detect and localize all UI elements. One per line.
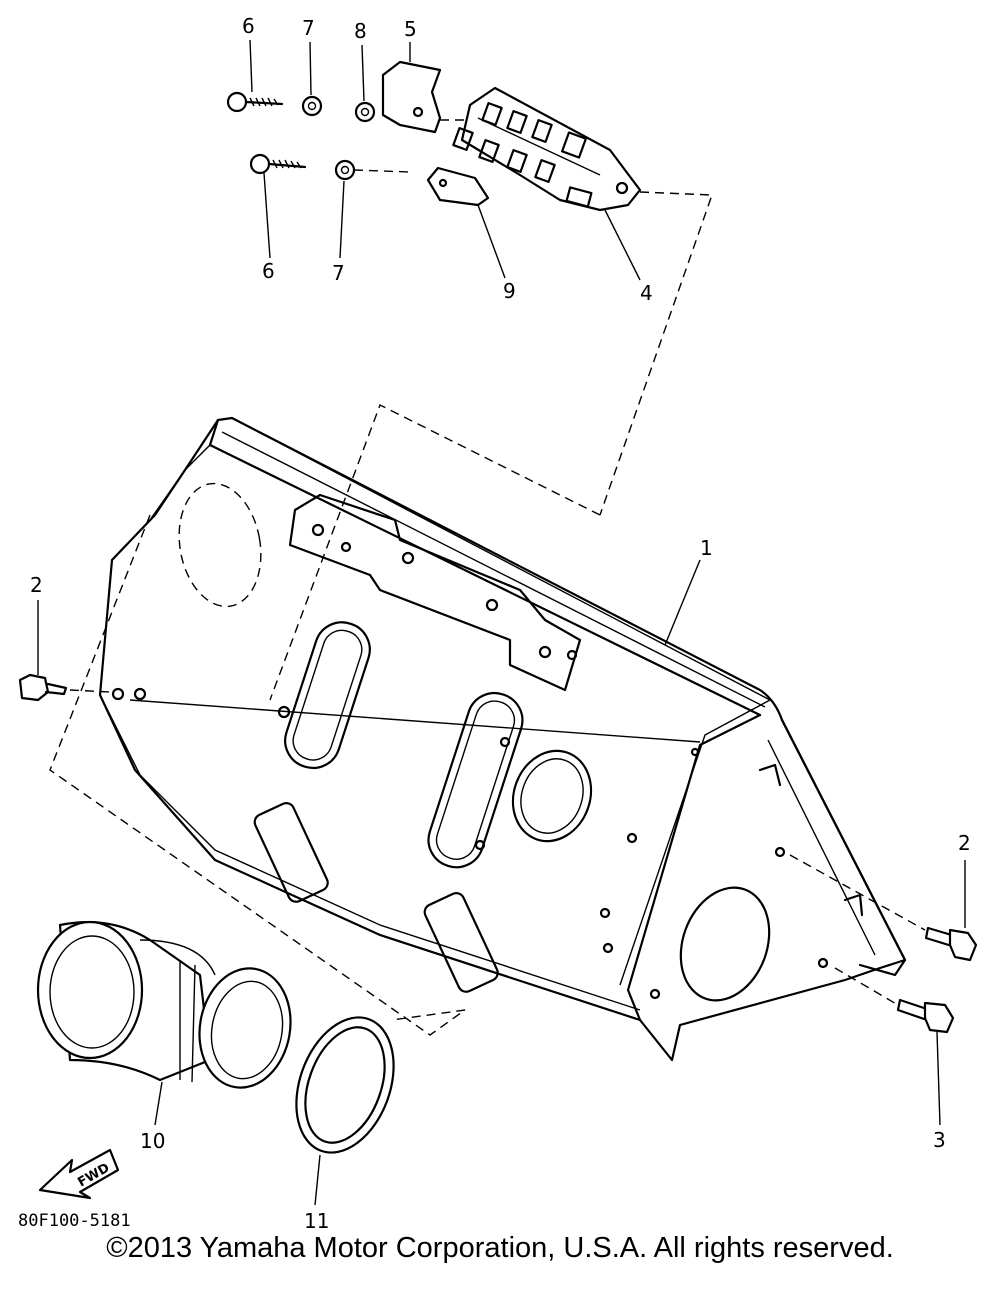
panel-part-1 — [98, 416, 907, 1062]
cover-part-5 — [381, 60, 442, 134]
callout-1: 1 — [700, 536, 713, 560]
dashed-assembly-lines — [49, 119, 926, 1036]
callout-8: 8 — [354, 19, 367, 43]
fwd-arrow: FWD — [38, 1148, 120, 1200]
callout-5: 5 — [404, 17, 417, 41]
callout-2-left: 2 — [30, 573, 43, 597]
washer-part-7-lower — [334, 159, 356, 181]
callout-4: 4 — [640, 281, 653, 305]
drawing-code: 80F100-5181 — [18, 1211, 131, 1231]
leader-lines — [37, 39, 966, 1206]
joint-part-10 — [36, 920, 292, 1089]
callout-9: 9 — [503, 279, 516, 303]
callout-7-lower: 7 — [332, 261, 345, 285]
bolt-part-2-right — [924, 926, 978, 962]
callout-6-upper: 6 — [242, 14, 255, 38]
callout-10: 10 — [140, 1129, 165, 1153]
ring-part-11 — [295, 1016, 395, 1154]
screw-part-6-upper — [226, 91, 284, 113]
callout-3: 3 — [933, 1128, 946, 1152]
callout-7-upper: 7 — [302, 16, 315, 40]
bolt-part-3 — [896, 998, 955, 1034]
clamp-part-9 — [426, 166, 490, 207]
nut-part-8 — [354, 101, 376, 123]
screw-part-6-lower — [249, 153, 307, 175]
copyright-notice: ©2013 Yamaha Motor Corporation, U.S.A. A… — [106, 1232, 894, 1264]
callout-11: 11 — [304, 1209, 329, 1233]
callout-6-lower: 6 — [262, 259, 275, 283]
bolt-part-2-left — [18, 673, 68, 702]
washer-part-7-upper — [301, 95, 323, 117]
rectifier-part-4 — [452, 86, 642, 212]
callout-labels: 6 7 8 5 6 7 9 4 1 2 2 3 10 11 — [30, 14, 971, 1233]
callout-2-right: 2 — [958, 831, 971, 855]
